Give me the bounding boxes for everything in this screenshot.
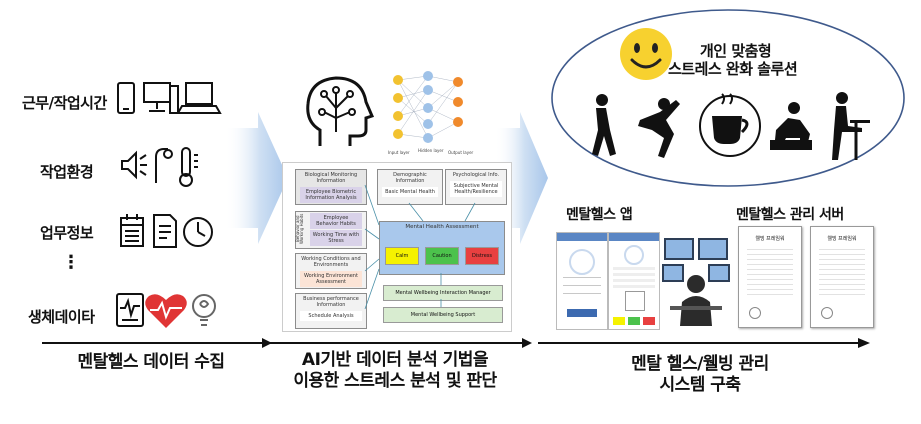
bio-monitor-box: Biological Monitoring Information [304, 172, 358, 184]
solution-line1: 개인 맞춤형 [700, 42, 772, 60]
nn-hidden-label: Hidden layer [418, 148, 444, 153]
speaker-icon [121, 150, 147, 180]
analysis-flowchart: Biological Monitoring Information Employ… [282, 162, 512, 332]
demographic-box: Demographic Information [393, 172, 427, 184]
monitor-ecg-icon [116, 293, 144, 327]
caution-box: Caution [425, 247, 459, 265]
working-time-box: Working Time with Stress [310, 230, 362, 246]
stretching-icon [638, 98, 680, 158]
server-doc-2-title: 웰빙 프레임워 [827, 236, 857, 242]
nn-input-label: Input layer [388, 150, 410, 155]
business-perf-box: Business performance Information [303, 296, 359, 308]
monitoring-workstation-icon [662, 238, 730, 326]
flowchart-connectors [364, 184, 476, 310]
stage-analysis-caption-line2: 이용한 스트레스 분석 및 판단 [293, 371, 497, 391]
resting-chair-icon [770, 102, 812, 150]
app-screen-login [556, 232, 608, 330]
solution-line2: 스트레스 완화 솔루션 [668, 60, 798, 78]
app-label: 멘탈헬스 앱 [566, 207, 633, 223]
interaction-mgr-box: Mental Wellbeing Interaction Manager [383, 285, 503, 301]
collect-flow-arrow [225, 112, 288, 244]
work-time-label: 근무/작업시간 [22, 94, 107, 112]
relief-activities-icons [592, 92, 870, 160]
behavior-box: Employee Behavior Habits [310, 213, 362, 229]
bio-data-label: 생체데이타 [28, 308, 95, 326]
coffee-cup-icon [699, 93, 761, 157]
server-doc-1: 웰빙 프레임워 [738, 226, 802, 328]
walking-icon [592, 94, 616, 156]
work-time-icons [117, 82, 222, 114]
seated-person-icon [832, 92, 870, 160]
bio-data-icons [116, 293, 216, 328]
calendar-icon [120, 214, 144, 247]
ai-head-icon [306, 76, 375, 146]
nn-output-label: Output layer [448, 150, 474, 155]
laptop-icon [176, 82, 222, 114]
subjective-box: Subjective Mental Health/Resilience [450, 181, 502, 197]
basic-mh-box: Basic Mental Health [382, 187, 438, 197]
wellbeing-support-box: Mental Wellbeing Support [383, 307, 503, 323]
app-screen-dashboard [608, 232, 660, 330]
server-doc-1-title: 웰빙 프레임워 [755, 236, 785, 242]
brain-bulb-icon [192, 294, 216, 326]
stage-system-caption-line2: 시스템 구축 [659, 375, 741, 395]
more-inputs-ellipsis: ⋮ [62, 252, 80, 273]
thermometer-icon [179, 147, 198, 187]
mh-assess-title: Mental Health Assessment [405, 224, 479, 230]
server-doc-2: 웰빙 프레임워 [810, 226, 874, 328]
smiley-icon [620, 28, 672, 80]
employee-bio-box: Employee Biometric Information Analysis [300, 187, 362, 203]
distress-box: Distress [465, 247, 499, 265]
work-env-label: 작업환경 [40, 163, 94, 181]
stage-collect-caption: 멘탈헬스 데이터 수집 [77, 352, 225, 372]
server-label: 멘탈헬스 관리 서버 [736, 207, 844, 223]
schedule-box: Schedule Analysis [300, 311, 362, 321]
document-checklist-icon [153, 214, 177, 248]
work-info-label: 업무정보 [40, 224, 94, 242]
work-info-icons [120, 214, 213, 248]
calm-box: Calm [385, 247, 419, 265]
heart-rate-icon [145, 294, 187, 328]
working-cond-box: Working Conditions and Environments [301, 256, 361, 268]
stage-system-caption-line1: 멘탈 헬스/웰빙 관리 [631, 354, 769, 374]
psych-info-box: Psychological Info. [452, 172, 500, 178]
stage-analysis-caption-line1: AI기반 데이터 분석 기법을 [301, 350, 489, 370]
work-env-icons [121, 147, 198, 187]
desktop-computer-icon [143, 82, 179, 114]
lamp-icon [155, 148, 173, 183]
env-assess-box: Working Environment Assessment [300, 271, 362, 287]
neural-network-diagram: Input layer Hidden layer Output layer [388, 71, 474, 155]
smartphone-icon [117, 82, 135, 114]
clock-icon [183, 217, 213, 247]
